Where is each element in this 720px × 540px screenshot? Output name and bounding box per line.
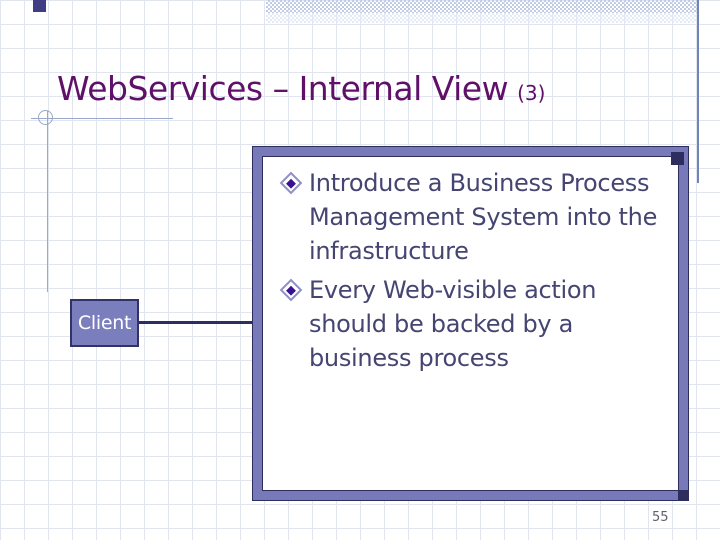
diamond-bullet-icon (279, 278, 303, 302)
client-node: Client (70, 299, 139, 347)
checker-band-bottom (266, 13, 699, 23)
bullet-line: business process (309, 344, 509, 372)
bullet-list: Introduce a Business Process Management … (279, 166, 679, 375)
frame-corner-accent-bottom-right (678, 490, 689, 501)
slide-title: WebServices – Internal View (3) (57, 69, 677, 109)
pixel-accent-block (33, 0, 46, 12)
right-accent-line (697, 0, 699, 183)
bullet-line: Introduce a Business Process (309, 169, 650, 197)
circle-ornament-icon (38, 110, 53, 125)
slide-title-suffix: (3) (517, 81, 546, 105)
bullet-item: Every Web-visible action should be backe… (279, 273, 679, 375)
content-placeholder-box: Introduce a Business Process Management … (252, 146, 689, 501)
client-connector-line (139, 321, 255, 324)
slide-title-text: WebServices – Internal View (57, 69, 509, 108)
client-node-label: Client (77, 312, 132, 334)
diamond-bullet-icon (279, 171, 303, 195)
bullet-line: Management System into the (309, 203, 658, 231)
bullet-line: should be backed by a (309, 310, 574, 338)
frame-corner-accent-top-right (671, 152, 684, 165)
title-underline-rule (31, 118, 173, 119)
bullet-line: Every Web-visible action (309, 276, 597, 304)
bullet-item: Introduce a Business Process Management … (279, 166, 679, 268)
checker-band-top (266, 0, 699, 13)
bullet-line: infrastructure (309, 237, 469, 265)
left-vertical-rule (47, 111, 48, 292)
page-number: 55 (652, 510, 669, 525)
